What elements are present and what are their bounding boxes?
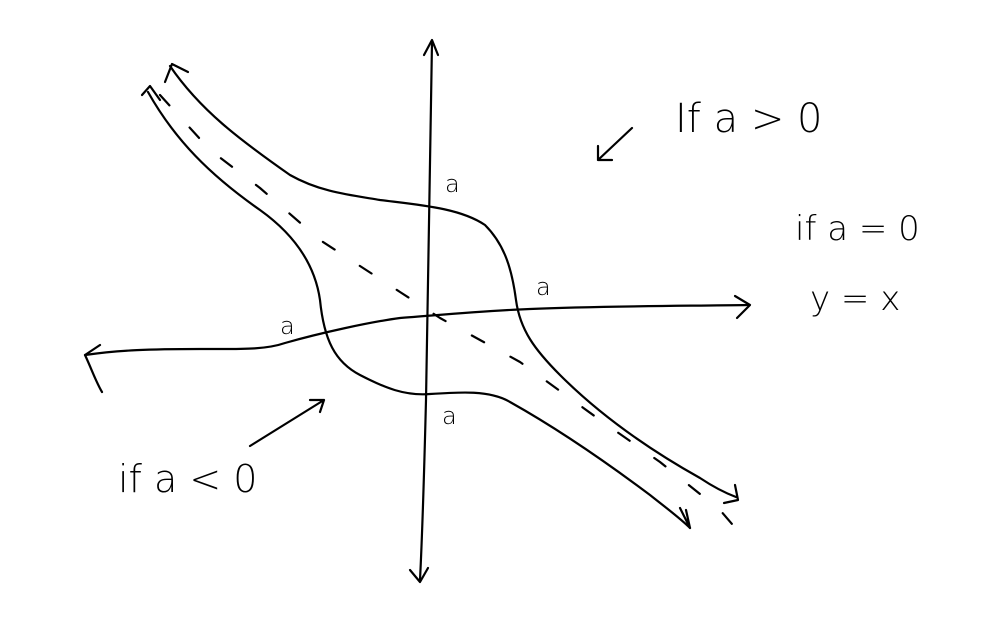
curve-a-negative (146, 90, 692, 530)
label-intercept-top: a (445, 170, 460, 198)
label-intercept-bottom: a (442, 402, 457, 430)
label-intercept-right: a (536, 273, 551, 301)
curve-a-positive (168, 64, 738, 499)
label-case-zero-eq: y = x (810, 279, 900, 319)
curve-a-negative-arrow-start (140, 84, 162, 102)
dashed-line-a-zero (158, 93, 752, 547)
curve-a-positive-arrow-start (163, 62, 190, 84)
x-axis-arrow-right (733, 294, 752, 320)
label-case-negative: if a < 0 (118, 457, 257, 501)
curve-a-positive-arrow-end (722, 483, 740, 505)
curve-a-negative-arrow-end (678, 506, 692, 530)
y-axis-arrow-bottom (408, 566, 430, 584)
label-case-zero: if a = 0 (795, 209, 920, 249)
arrow-to-negative-curve (248, 398, 326, 448)
x-axis (83, 303, 750, 357)
label-intercept-left: a (280, 312, 295, 340)
y-axis-arrow-top (422, 38, 440, 57)
arrow-to-positive-curve (596, 126, 634, 162)
y-axis (418, 40, 434, 582)
x-axis-arrow-left (83, 343, 104, 394)
label-case-positive: If a > 0 (675, 96, 823, 142)
